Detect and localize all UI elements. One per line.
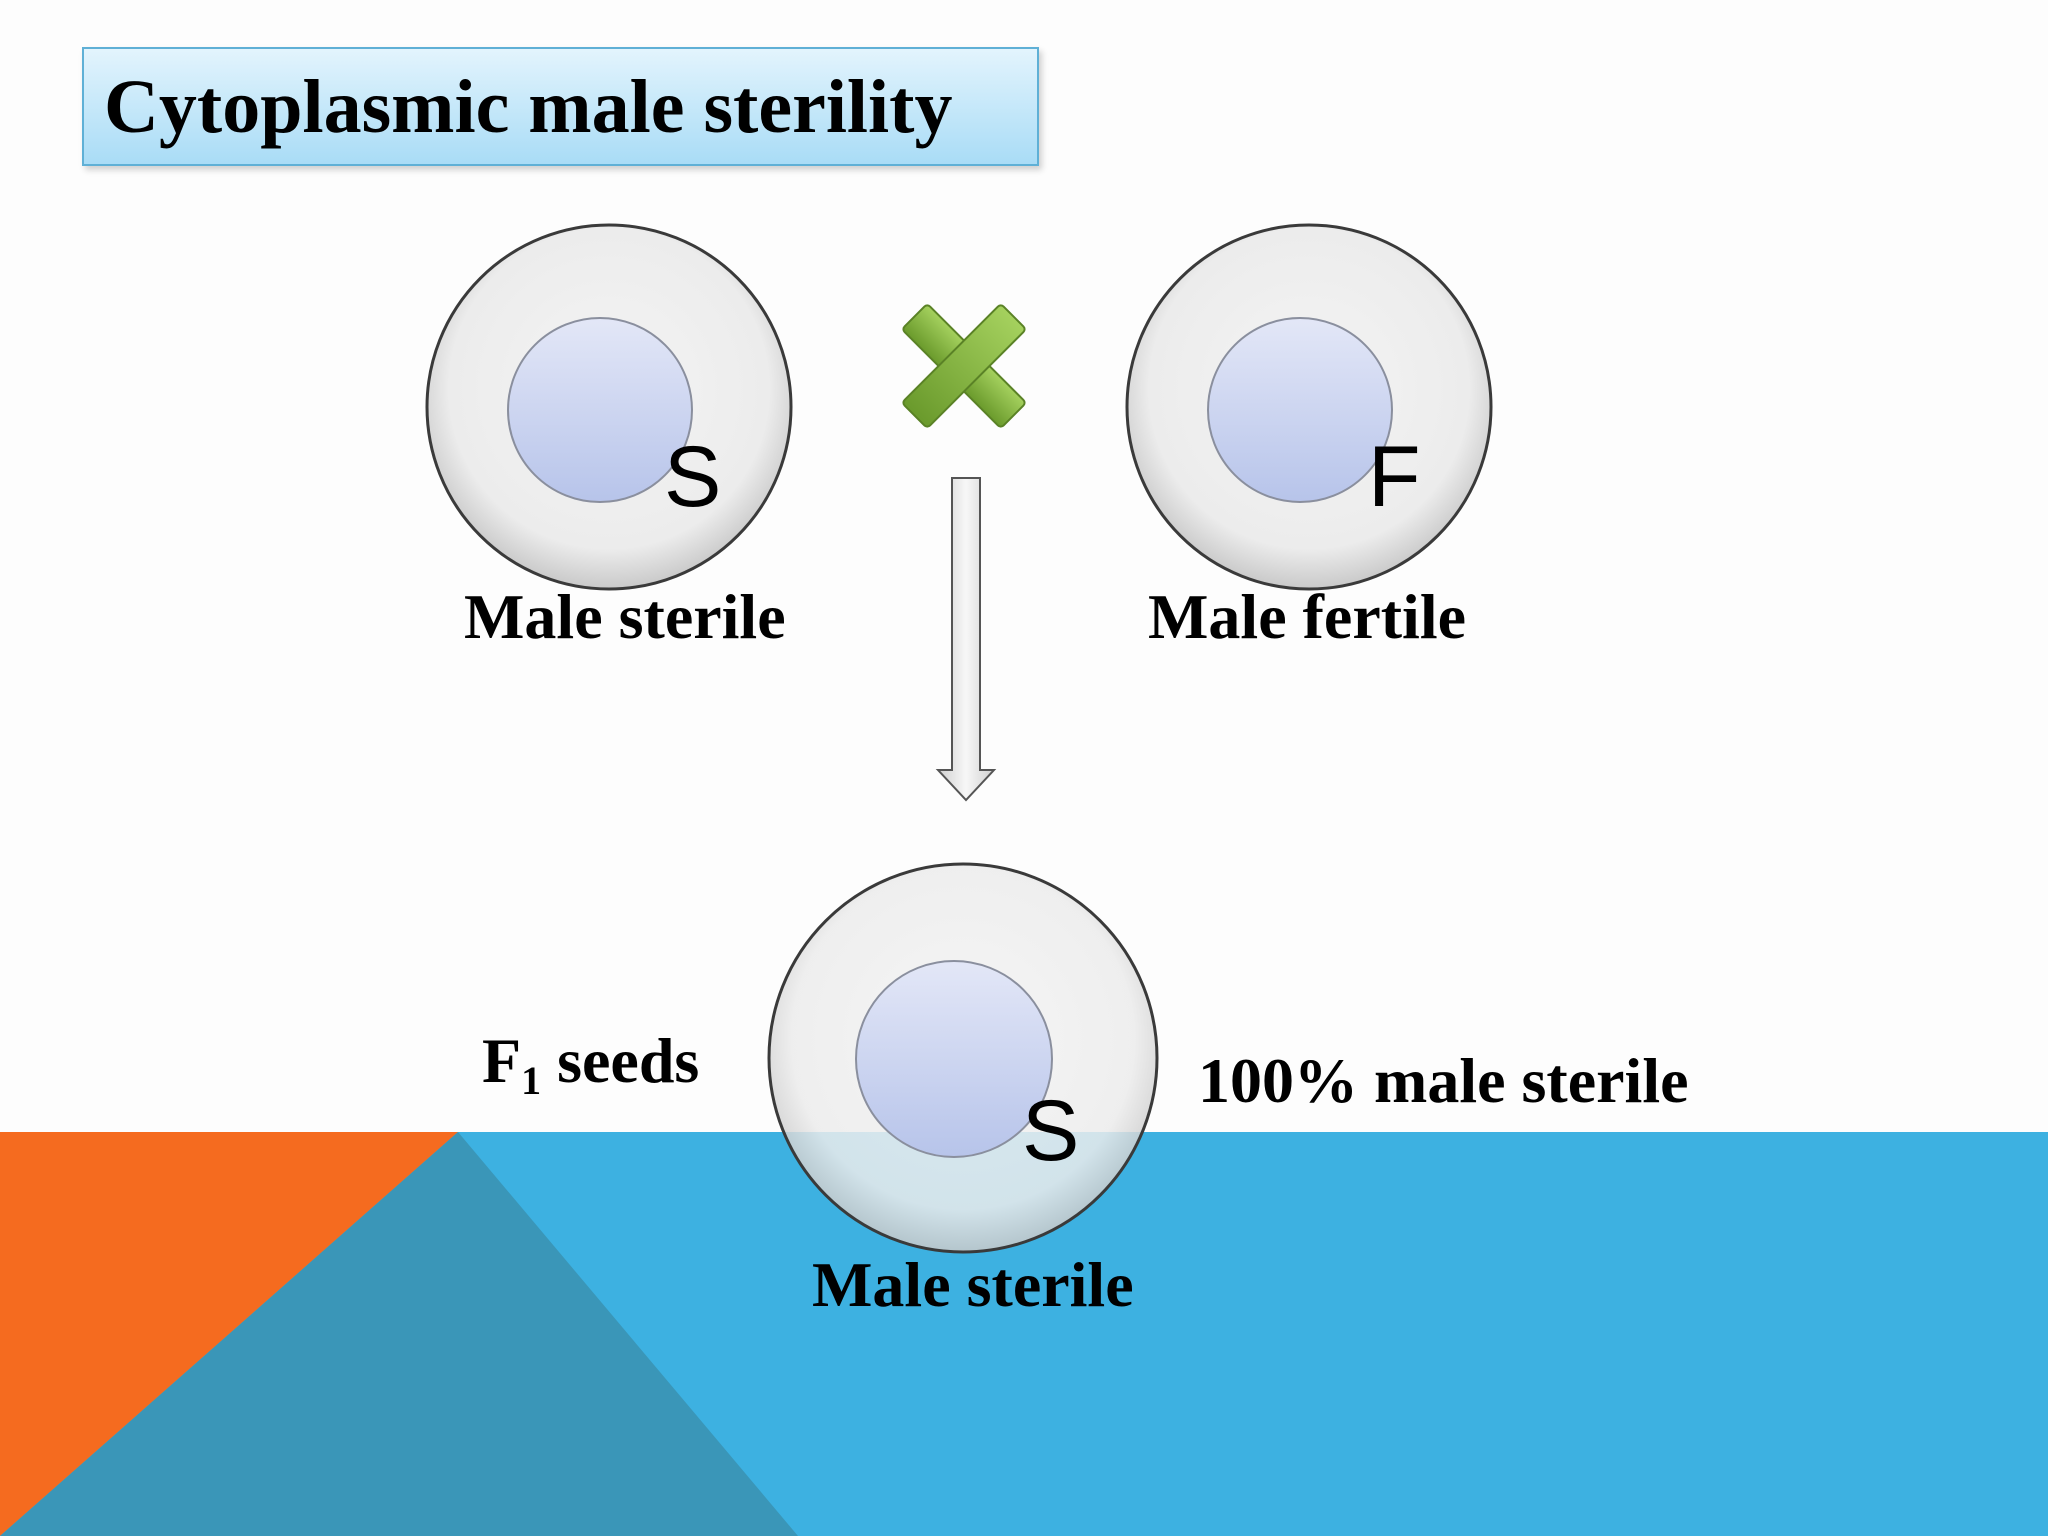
- nucleus: [507, 317, 693, 503]
- label-result: 100% male sterile: [1198, 1045, 1689, 1116]
- parent-cell-fertile: F: [1125, 223, 1493, 591]
- label-f1-seeds: F1 seeds: [482, 1026, 699, 1116]
- nucleus: [855, 960, 1053, 1158]
- label-male-sterile-parent: Male sterile: [464, 581, 786, 652]
- label-male-sterile-offspring: Male sterile: [812, 1249, 1134, 1320]
- offspring-cell: S: [767, 862, 1159, 1254]
- label-male-fertile-parent: Male fertile: [1148, 581, 1466, 652]
- genotype-label-s-offspring: S: [1022, 1083, 1079, 1179]
- title-box: Cytoplasmic male sterility: [82, 47, 1039, 166]
- nucleus: [1207, 317, 1393, 503]
- f1-subscript: 1: [521, 1058, 542, 1103]
- f1-prefix: F: [482, 1025, 522, 1096]
- genotype-label-s: S: [664, 429, 721, 525]
- dark-blue-triangle: [0, 1132, 798, 1536]
- parent-cell-sterile: S: [425, 223, 793, 591]
- page-title: Cytoplasmic male sterility: [104, 65, 953, 149]
- genotype-label-f: F: [1368, 429, 1421, 525]
- cross-icon: [902, 304, 1026, 428]
- down-arrow-icon: [935, 477, 997, 802]
- f1-suffix: seeds: [541, 1025, 700, 1096]
